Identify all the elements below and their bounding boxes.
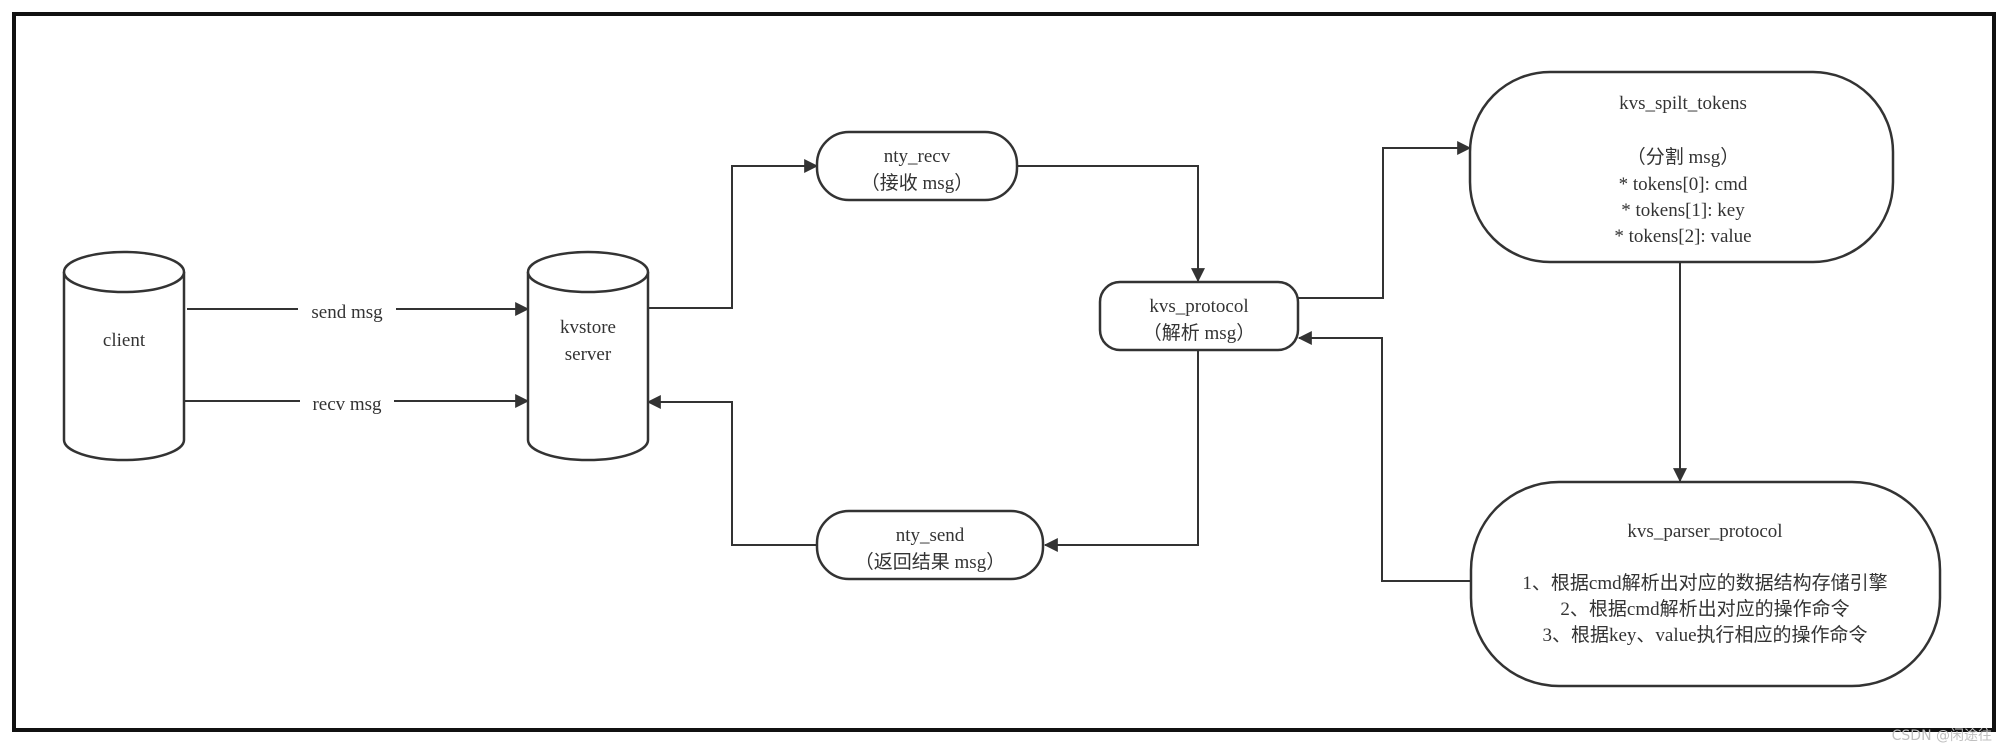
kvstore-server-node: kvstore server <box>526 250 650 462</box>
parser-line3: 1、根据cmd解析出对应的数据结构存储引擎 <box>1522 572 1887 594</box>
parser-title: kvs_parser_protocol <box>1627 521 1782 542</box>
kvs-protocol-node: kvs_protocol （解析 msg） <box>1098 280 1300 352</box>
kvs-protocol-title: kvs_protocol <box>1149 296 1248 317</box>
kvs-protocol-subtitle: （解析 msg） <box>1143 322 1255 344</box>
nty-recv-node: nty_recv （接收 msg） <box>815 130 1019 202</box>
client-label: client <box>103 330 146 351</box>
edge-label-send-msg: send msg <box>311 302 383 323</box>
kvstore-label-line2: server <box>565 344 612 365</box>
edge-nty-send-to-kvstore <box>646 395 817 546</box>
edge-kvs-protocol-to-spilt-tokens <box>1298 141 1472 299</box>
nty-recv-subtitle: （接收 msg） <box>861 172 973 194</box>
spilt-tokens-title: kvs_spilt_tokens <box>1619 93 1747 114</box>
nty-send-title: nty_send <box>896 525 965 546</box>
spilt-tokens-line4: * tokens[0]: cmd <box>1619 174 1748 195</box>
edges <box>184 141 1687 582</box>
parser-line4: 2、根据cmd解析出对应的操作命令 <box>1560 598 1849 620</box>
client-node: client <box>62 250 186 462</box>
edge-parser-to-kvs-protocol <box>1297 331 1471 582</box>
edge-kvs-protocol-to-nty-send <box>1043 351 1199 552</box>
parser-line5: 3、根据key、value执行相应的操作命令 <box>1542 624 1867 646</box>
edge-kvstore-to-nty-recv <box>648 159 819 309</box>
watermark-text: CSDN @闲途往 <box>1892 727 1992 744</box>
spilt-tokens-line3: （分割 msg） <box>1627 146 1739 168</box>
nty-send-node: nty_send （返回结果 msg） <box>815 509 1045 581</box>
edge-labels: send msg recv msg <box>298 297 396 415</box>
kvstore-label-line1: kvstore <box>560 317 616 338</box>
spilt-tokens-line5: * tokens[1]: key <box>1621 200 1745 221</box>
kvs-spilt-tokens-node: kvs_spilt_tokens （分割 msg） * tokens[0]: c… <box>1468 70 1895 264</box>
nty-recv-title: nty_recv <box>884 146 951 167</box>
nty-send-subtitle: （返回结果 msg） <box>855 551 1005 573</box>
kvs-parser-protocol-node: kvs_parser_protocol 1、根据cmd解析出对应的数据结构存储引… <box>1469 480 1942 688</box>
edge-nty-recv-to-kvs-protocol <box>1017 165 1205 283</box>
spilt-tokens-line6: * tokens[2]: value <box>1614 226 1751 247</box>
edge-label-recv-msg: recv msg <box>312 394 382 415</box>
